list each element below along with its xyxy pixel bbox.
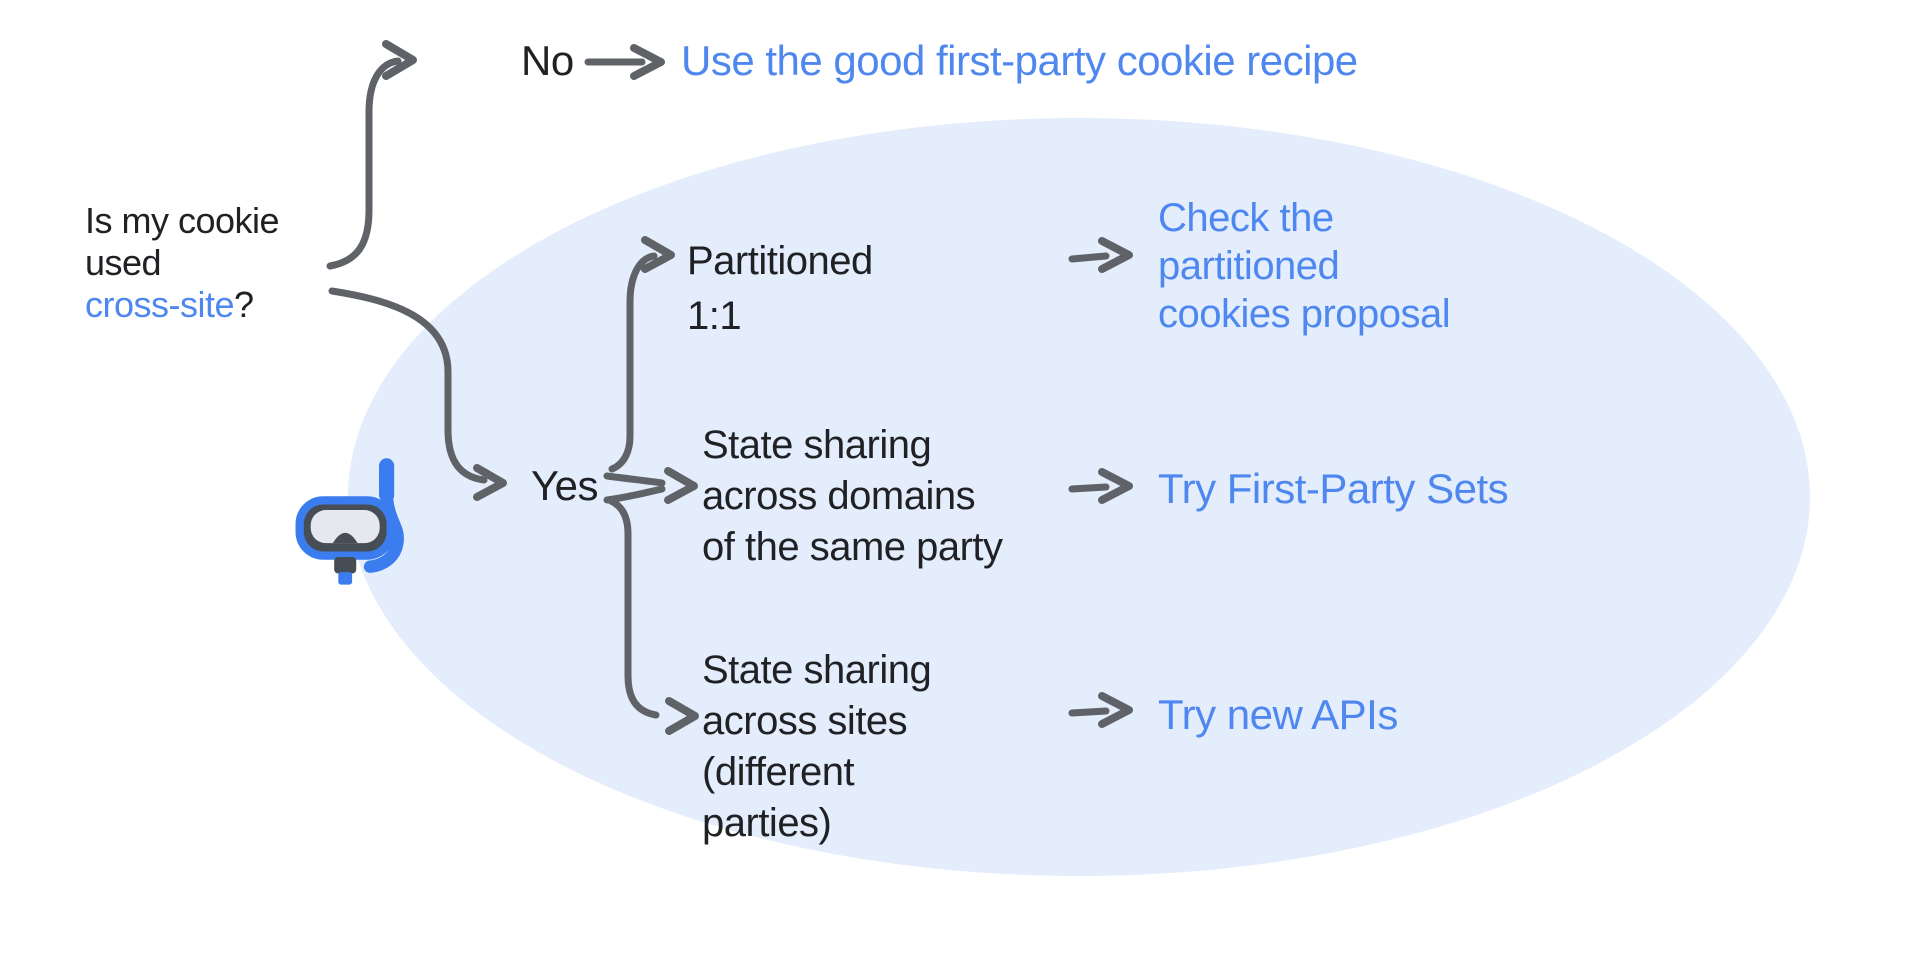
arrow-partitioned-to-result [1068,252,1110,263]
condition-state-sharing-sites: State sharing across sites (different pa… [702,648,932,845]
arrow-yes-to-sites [607,497,660,719]
question-line-1: Is my cookie [85,200,280,241]
no-result-link[interactable]: Use the good first-party cookie recipe [681,37,1358,84]
arrowhead-yes-to-domains [664,467,698,504]
no-label: No [521,37,574,84]
arrowhead-yes-to-sites [665,697,699,735]
arrow-question-to-yes [328,287,488,484]
arrow-question-to-no [326,57,402,270]
arrow-yes-to-domains-bottom [603,485,666,504]
yes-group-ellipse [348,118,1810,876]
question-line-3: cross-site? [85,284,279,326]
arrowhead-domains-to-result [1098,468,1133,504]
result-new-apis-link[interactable]: Try new APIs [1158,691,1398,738]
arrowhead-no-to-result [630,44,665,80]
result-partitioned-cookies-link[interactable]: Check the partitioned cookies proposal [1158,196,1451,336]
arrowhead-partitioned-to-result [1098,237,1133,273]
arrowhead-question-to-no [382,40,417,80]
result-first-party-sets-link[interactable]: Try First-Party Sets [1158,465,1509,512]
arrow-sites-to-result [1068,707,1110,717]
condition-partitioned: Partitioned 1:1 [687,239,873,338]
condition-state-sharing-domains: State sharing across domains of the same… [702,423,1003,569]
question-line-2: used [85,242,162,283]
arrowhead-sites-to-result [1098,692,1133,728]
arrowhead-question-to-yes [473,464,507,501]
arrowhead-yes-to-partitioned [641,236,675,273]
yes-label: Yes [531,462,599,509]
arrow-yes-to-partitioned [608,252,658,473]
question-suffix: ? [234,284,254,325]
question-text: Is my cookie used cross-site? [85,200,280,326]
arrow-domains-to-result [1068,483,1110,493]
diving-mask-icon [290,458,428,598]
arrow-yes-to-domains-top [603,472,666,487]
question-highlight: cross-site [85,284,235,325]
